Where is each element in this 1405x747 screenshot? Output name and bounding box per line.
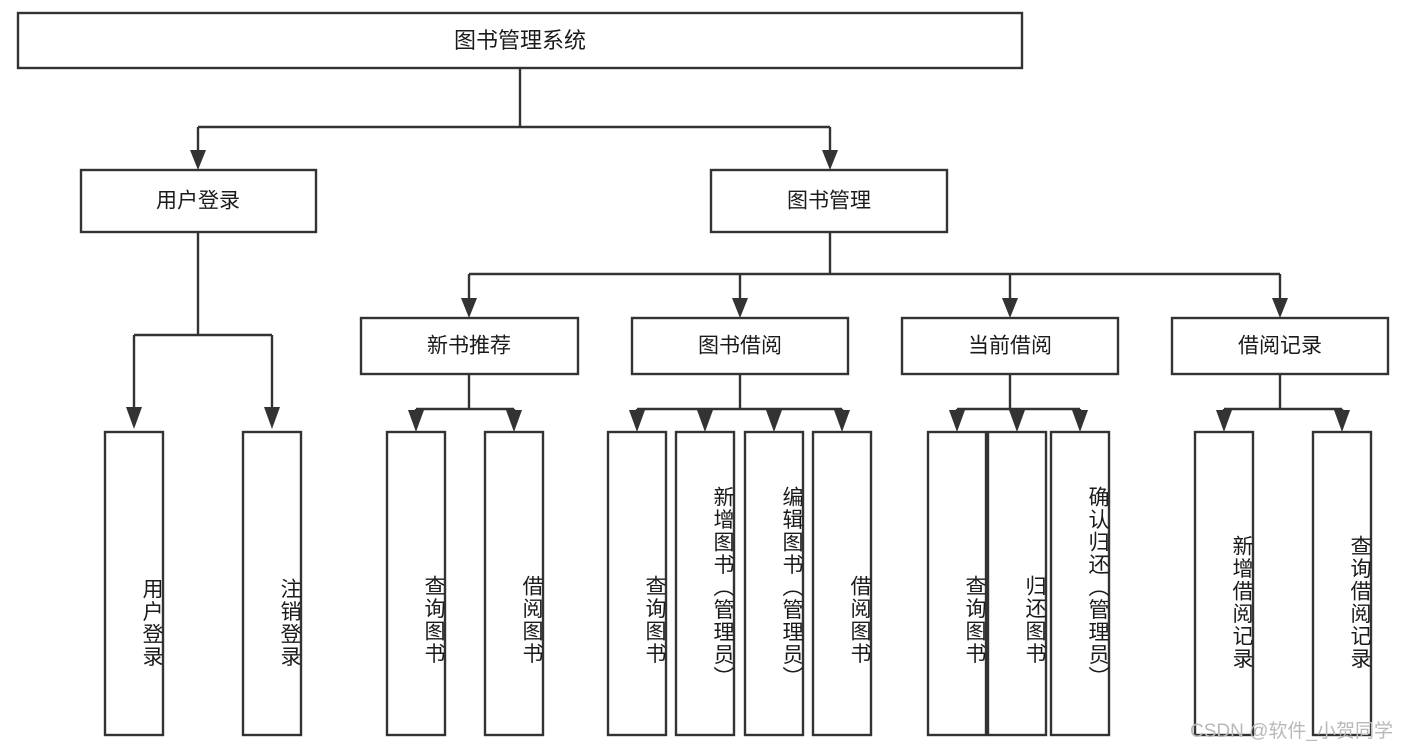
arrow-head-user-login — [190, 150, 206, 170]
node-leaf-edit-book-admin[interactable] — [743, 430, 805, 737]
arrow-head-borrow-leaf-2 — [766, 410, 782, 432]
node-current-borrow[interactable] — [900, 316, 1120, 376]
node-book-borrow[interactable] — [630, 316, 850, 376]
arrow-head-recommend-leaf-0 — [408, 410, 424, 432]
node-book-management-label: 图书管理 — [787, 190, 871, 213]
node-user-login[interactable] — [79, 168, 318, 234]
connector-layer — [126, 68, 1350, 432]
arrow-head-borrow — [732, 298, 748, 318]
arrow-head-recommend — [461, 298, 477, 318]
node-borrow-records-label: 借阅记录 — [1238, 335, 1322, 358]
arrow-head-borrow-leaf-1 — [697, 410, 713, 432]
node-root-book-management-system[interactable] — [16, 11, 1024, 70]
node-leaf-borrow-book-recommend[interactable] — [483, 430, 545, 737]
node-leaf-query-book-recommend[interactable] — [385, 430, 447, 737]
node-book-management[interactable] — [709, 168, 949, 234]
node-new-book-recommend-label: 新书推荐 — [427, 335, 511, 358]
node-leaf-add-borrow-record[interactable] — [1193, 430, 1255, 737]
node-leaf-add-book-admin[interactable] — [674, 430, 736, 737]
arrow-head-current-leaf-1 — [1009, 410, 1025, 432]
arrow-head-current — [1002, 298, 1018, 318]
arrow-head-records-leaf-0 — [1216, 410, 1232, 432]
arrow-head-recommend-leaf-1 — [506, 410, 522, 432]
node-leaf-borrow-book[interactable] — [811, 430, 873, 737]
node-leaf-user-login[interactable] — [103, 430, 165, 737]
node-leaf-query-book-borrow[interactable] — [606, 430, 668, 737]
arrow-head-borrow-leaf-3 — [834, 410, 850, 432]
node-root-label: 图书管理系统 — [454, 28, 586, 53]
node-leaf-query-borrow-record[interactable] — [1311, 430, 1373, 737]
node-leaf-logout[interactable] — [241, 430, 303, 737]
arrow-head-leaf-user-login — [126, 407, 142, 429]
node-leaf-return-book[interactable] — [986, 430, 1048, 737]
node-book-borrow-label: 图书借阅 — [698, 335, 782, 358]
watermark-text: CSDN @软件_小贺同学 — [1190, 721, 1393, 742]
arrow-head-current-leaf-2 — [1072, 410, 1088, 432]
node-layer: 图书管理系统 用户登录 图书管理 新书推荐 图书借阅 当前借阅 借阅记录 — [16, 11, 1390, 737]
node-leaf-confirm-return-admin[interactable] — [1049, 430, 1111, 737]
arrow-head-records-leaf-1 — [1334, 410, 1350, 432]
node-borrow-records[interactable] — [1170, 316, 1390, 376]
arrow-head-borrow-leaf-0 — [629, 410, 645, 432]
arrow-head-current-leaf-0 — [949, 410, 965, 432]
node-leaf-query-book-current[interactable] — [926, 430, 988, 737]
arrow-head-book-mgmt — [822, 150, 838, 170]
arrow-head-leaf-logout — [264, 407, 280, 429]
node-new-book-recommend[interactable] — [359, 316, 580, 376]
node-user-login-label: 用户登录 — [156, 190, 240, 213]
arrow-head-records — [1272, 298, 1288, 318]
node-current-borrow-label: 当前借阅 — [968, 335, 1052, 358]
